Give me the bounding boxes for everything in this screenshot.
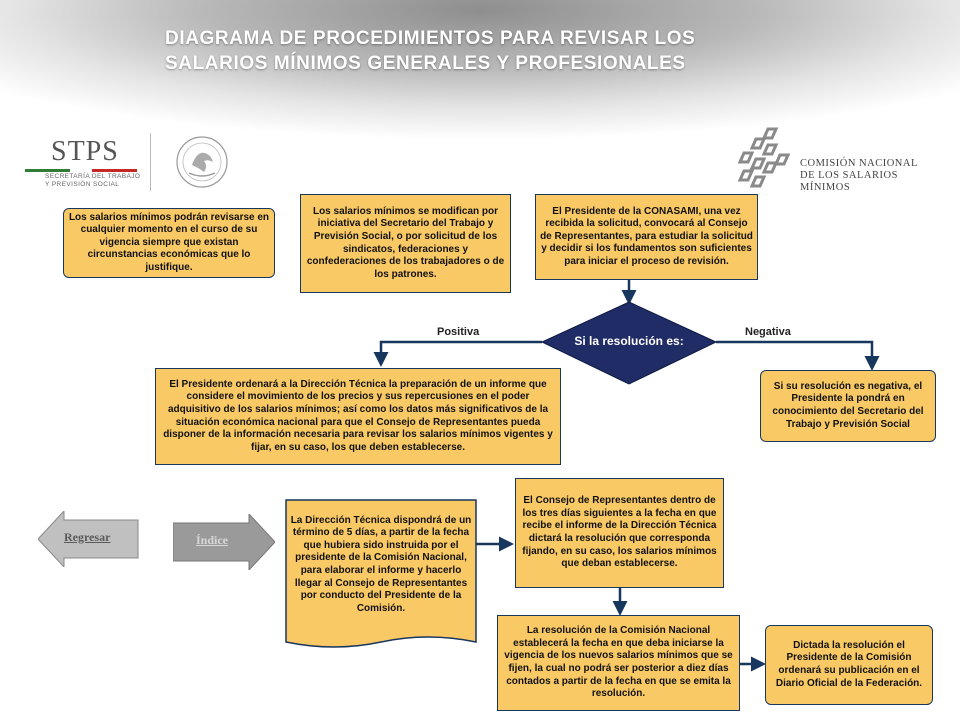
index-button[interactable]: Índice [196, 533, 229, 547]
stps-subtitle-line-2: Y PREVISIÓN SOCIAL [45, 181, 120, 188]
decision-diamond [540, 301, 718, 385]
stps-logo-subtitle: SECRETARÍA DEL TRABAJO Y PREVISIÓN SOCIA… [45, 173, 140, 189]
back-button[interactable]: Regresar [64, 530, 111, 544]
index-arrow-icon [173, 514, 275, 570]
flow-node-4: El Presidente ordenará a la Dirección Té… [155, 368, 561, 465]
conasami-mark-icon [737, 127, 791, 188]
conasami-logo-text: COMISIÓN NACIONAL DE LOS SALARIOS MÍNIMO… [800, 158, 938, 194]
logo-divider [150, 133, 151, 191]
edge-label-positiva: Positiva [437, 326, 480, 338]
conasami-line-1: COMISIÓN NACIONAL [800, 158, 918, 169]
flow-node-5: Si su resolución es negativa, el Preside… [760, 370, 936, 442]
decision-label: Si la resolución es: [574, 334, 684, 348]
connector-positiva [373, 340, 542, 367]
edge-label-negativa: Negativa [745, 326, 791, 338]
title-line-1: DIAGRAMA DE PROCEDIMIENTOS PARA REVISAR … [165, 28, 696, 49]
back-arrow-icon [38, 511, 139, 567]
conasami-logo: COMISIÓN NACIONAL DE LOS SALARIOS MÍNIMO… [737, 125, 938, 195]
flow-node-6: La Dirección Técnica dispondrá de un tér… [290, 514, 472, 614]
page-title: DIAGRAMA DE PROCEDIMIENTOS PARA REVISAR … [165, 26, 865, 76]
flow-node-3: El Presidente de la CONASAMI, una vez re… [535, 194, 758, 280]
stps-logo: STPS SECRETARÍA DEL TRABAJO Y PREVISIÓN … [25, 133, 255, 193]
conasami-line-2: DE LOS SALARIOS MÍNIMOS [800, 170, 898, 193]
stps-subtitle-line-1: SECRETARÍA DEL TRABAJO [45, 173, 141, 180]
stps-tricolor-line [25, 169, 137, 172]
flow-node-9: Dictada la resolución el Presidente de l… [765, 625, 933, 705]
connector-negativa [716, 340, 880, 371]
flow-node-8: La resolución de la Comisión Nacional es… [497, 615, 740, 711]
header-banner [0, 0, 960, 150]
title-line-2: SALARIOS MÍNIMOS GENERALES Y PROFESIONAL… [165, 53, 686, 74]
flow-node-2: Los salarios mínimos se modifican por in… [300, 194, 511, 293]
mexico-seal-icon [176, 136, 228, 188]
flow-node-7: El Consejo de Representantes dentro de l… [515, 478, 724, 588]
stps-logo-text: STPS [51, 136, 119, 167]
document-shape-n6 [285, 499, 477, 648]
flow-node-1: Los salarios mínimos podrán revisarse en… [63, 208, 275, 278]
